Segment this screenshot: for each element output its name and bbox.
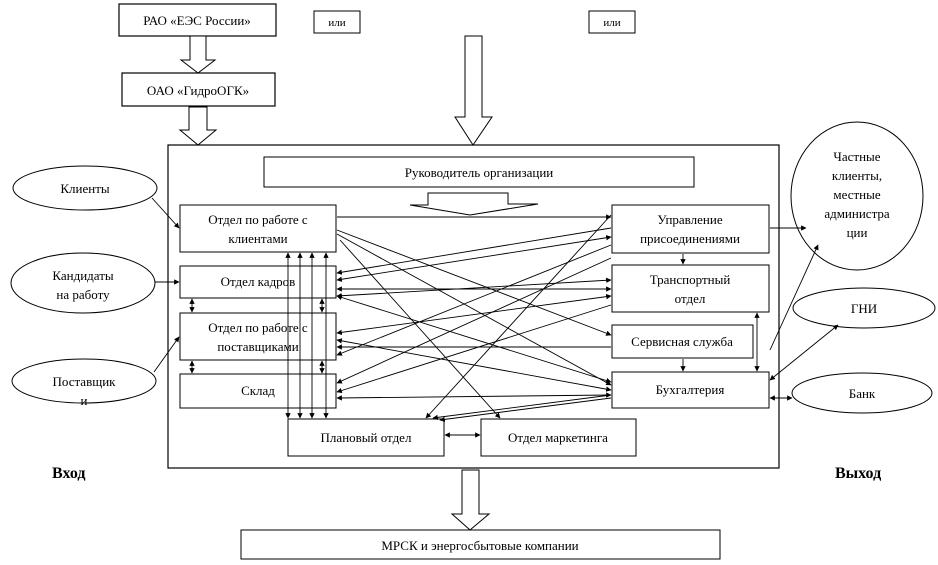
arrow-clients-to-client-dept xyxy=(151,197,180,229)
connection-mgmt-box: Управление присоединениями xyxy=(611,204,770,254)
candidates-ellipse: Кандидаты на работу xyxy=(10,252,156,314)
private-label-4: администра xyxy=(824,206,890,221)
client-dept-label-1: Отдел по работе с xyxy=(208,212,308,227)
rao-box: РАО «ЕЭС России» xyxy=(118,3,277,37)
arrow-accounting-gni xyxy=(769,324,839,381)
block-arrow-top-to-org xyxy=(454,35,493,146)
accounting-label: Бухгалтерия xyxy=(656,382,725,397)
bank-ellipse: Банк xyxy=(791,372,933,414)
supplier-dept-box: Отдел по работе с поставщиками xyxy=(179,312,337,361)
block-arrow-org-to-mrsk xyxy=(450,469,491,531)
transport-label-2: отдел xyxy=(675,291,706,306)
head-box: Руководитель организации xyxy=(263,156,695,188)
bank-label: Банк xyxy=(849,386,876,401)
gni-ellipse: ГНИ xyxy=(792,287,936,329)
candidates-label-1: Кандидаты xyxy=(52,268,114,283)
hr-dept-label: Отдел кадров xyxy=(221,274,296,289)
hr-dept-box: Отдел кадров xyxy=(179,265,337,299)
mrsk-label: МРСК и энергосбытовые компании xyxy=(381,538,578,553)
output-label: Выход xyxy=(835,465,881,482)
ili-box-right: или xyxy=(588,10,636,34)
transport-box: Транспортный отдел xyxy=(611,264,770,313)
marketing-label: Отдел маркетинга xyxy=(508,430,608,445)
suppliers-label-2: и xyxy=(81,393,88,408)
service-label: Сервисная служба xyxy=(631,334,733,349)
planning-box: Плановый отдел xyxy=(287,418,445,457)
private-label-3: местные xyxy=(833,187,880,202)
gidro-box: ОАО «ГидроОГК» xyxy=(121,72,276,107)
rao-label: РАО «ЕЭС России» xyxy=(143,13,251,28)
private-label-5: ции xyxy=(847,225,868,240)
gidro-label: ОАО «ГидроОГК» xyxy=(147,83,249,98)
gni-label: ГНИ xyxy=(851,301,877,316)
block-arrow-head-down xyxy=(409,192,539,216)
accounting-box: Бухгалтерия xyxy=(611,371,770,409)
ili-label-right: или xyxy=(603,17,620,29)
block-arrow-gidro-to-org xyxy=(178,106,218,146)
warehouse-box: Склад xyxy=(179,373,337,409)
supplier-dept-label-1: Отдел по работе с xyxy=(208,320,308,335)
ili-label-left: или xyxy=(328,17,345,29)
block-arrow-rao-to-gidro xyxy=(179,35,217,74)
clients-ellipse: Клиенты xyxy=(12,165,158,211)
planning-label: Плановый отдел xyxy=(321,430,412,445)
connector-arrows xyxy=(151,197,839,438)
connection-mgmt-label-2: присоединениями xyxy=(640,231,740,246)
organization-frame xyxy=(167,144,780,469)
suppliers-label-1: Поставщик xyxy=(52,374,116,389)
head-label: Руководитель организации xyxy=(405,165,554,180)
supplier-dept-label-2: поставщиками xyxy=(217,339,298,354)
client-dept-label-2: клиентами xyxy=(228,231,287,246)
clients-label: Клиенты xyxy=(60,181,110,196)
ili-box-left: или xyxy=(313,10,361,34)
service-box: Сервисная служба xyxy=(611,324,754,359)
candidates-label-2: на работу xyxy=(56,287,110,302)
private-label-1: Частные xyxy=(833,149,880,164)
transport-label-1: Транспортный xyxy=(650,272,731,287)
private-clients-ellipse: Частные клиенты, местные администра ции xyxy=(790,121,924,271)
marketing-box: Отдел маркетинга xyxy=(480,418,637,457)
private-label-2: клиенты, xyxy=(832,168,882,183)
mrsk-box: МРСК и энергосбытовые компании xyxy=(240,529,721,560)
arrow-suppliers-to-supplier-dept xyxy=(153,336,180,373)
input-label: Вход xyxy=(52,465,85,482)
warehouse-label: Склад xyxy=(241,383,275,398)
connection-mgmt-label-1: Управление xyxy=(657,212,722,227)
client-dept-box: Отдел по работе с клиентами xyxy=(179,204,337,253)
suppliers-ellipse: Поставщик и xyxy=(11,358,157,408)
